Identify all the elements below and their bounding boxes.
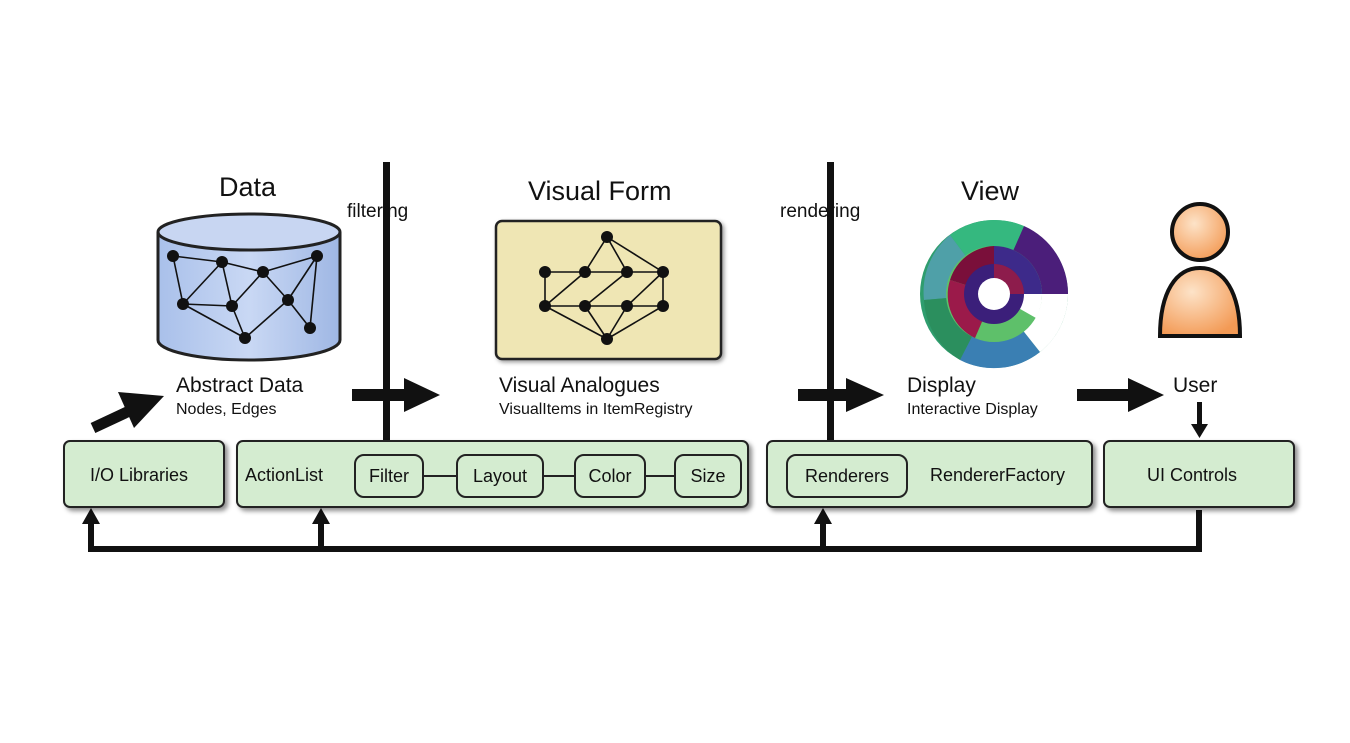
database-graph-icon: [156, 212, 342, 362]
action-connector: [644, 475, 680, 477]
display-label: Display: [907, 374, 976, 397]
filtering-label: filtering: [347, 201, 409, 222]
layout-action-chip[interactable]: Layout: [456, 454, 544, 498]
filter-action-chip[interactable]: Filter: [354, 454, 424, 498]
rendering-arrow: [798, 378, 884, 412]
ui-controls-panel[interactable]: UI Controls: [1103, 440, 1295, 508]
visual-analogues-label: Visual Analogues: [499, 374, 660, 397]
size-action-chip[interactable]: Size: [674, 454, 742, 498]
action-connector: [542, 475, 580, 477]
actionlist-label: ActionList: [245, 465, 324, 485]
filtering-arrow: [352, 378, 440, 412]
renderers-chip[interactable]: Renderers: [786, 454, 908, 498]
feedback-bus: [82, 508, 1202, 552]
rendering-label: rendering: [780, 201, 861, 222]
user-to-controls-arrow: [1191, 402, 1208, 438]
display-sublabel: Interactive Display: [907, 401, 1038, 418]
filtering-divider: [383, 162, 390, 440]
user-label: User: [1173, 374, 1218, 397]
data-input-arrow: [90, 392, 164, 433]
rendererfactory-label: RendererFactory: [930, 465, 1066, 485]
color-action-chip[interactable]: Color: [574, 454, 646, 498]
rendering-divider: [827, 162, 834, 440]
view-stage-title: View: [961, 176, 1020, 206]
abstract-data-sublabel: Nodes, Edges: [176, 401, 277, 418]
action-connector: [422, 475, 460, 477]
ui-controls-label: UI Controls: [1147, 465, 1238, 485]
actionlist-panel[interactable]: ActionList Filter Layout Color Size: [236, 440, 749, 508]
abstract-data-label: Abstract Data: [176, 374, 304, 397]
io-libraries-panel[interactable]: I/O Libraries: [63, 440, 225, 508]
visual-analogues-sublabel: VisualItems in ItemRegistry: [499, 401, 693, 418]
renderers-panel[interactable]: Renderers RendererFactory: [766, 440, 1093, 508]
visual-form-stage-title: Visual Form: [528, 176, 672, 206]
data-stage-title: Data: [219, 172, 277, 202]
graph-card-icon: [494, 219, 723, 361]
sunburst-display-icon: [920, 219, 1069, 369]
io-libraries-label: I/O Libraries: [90, 465, 189, 485]
display-to-user-arrow: [1077, 378, 1164, 412]
user-icon: [1157, 202, 1243, 338]
